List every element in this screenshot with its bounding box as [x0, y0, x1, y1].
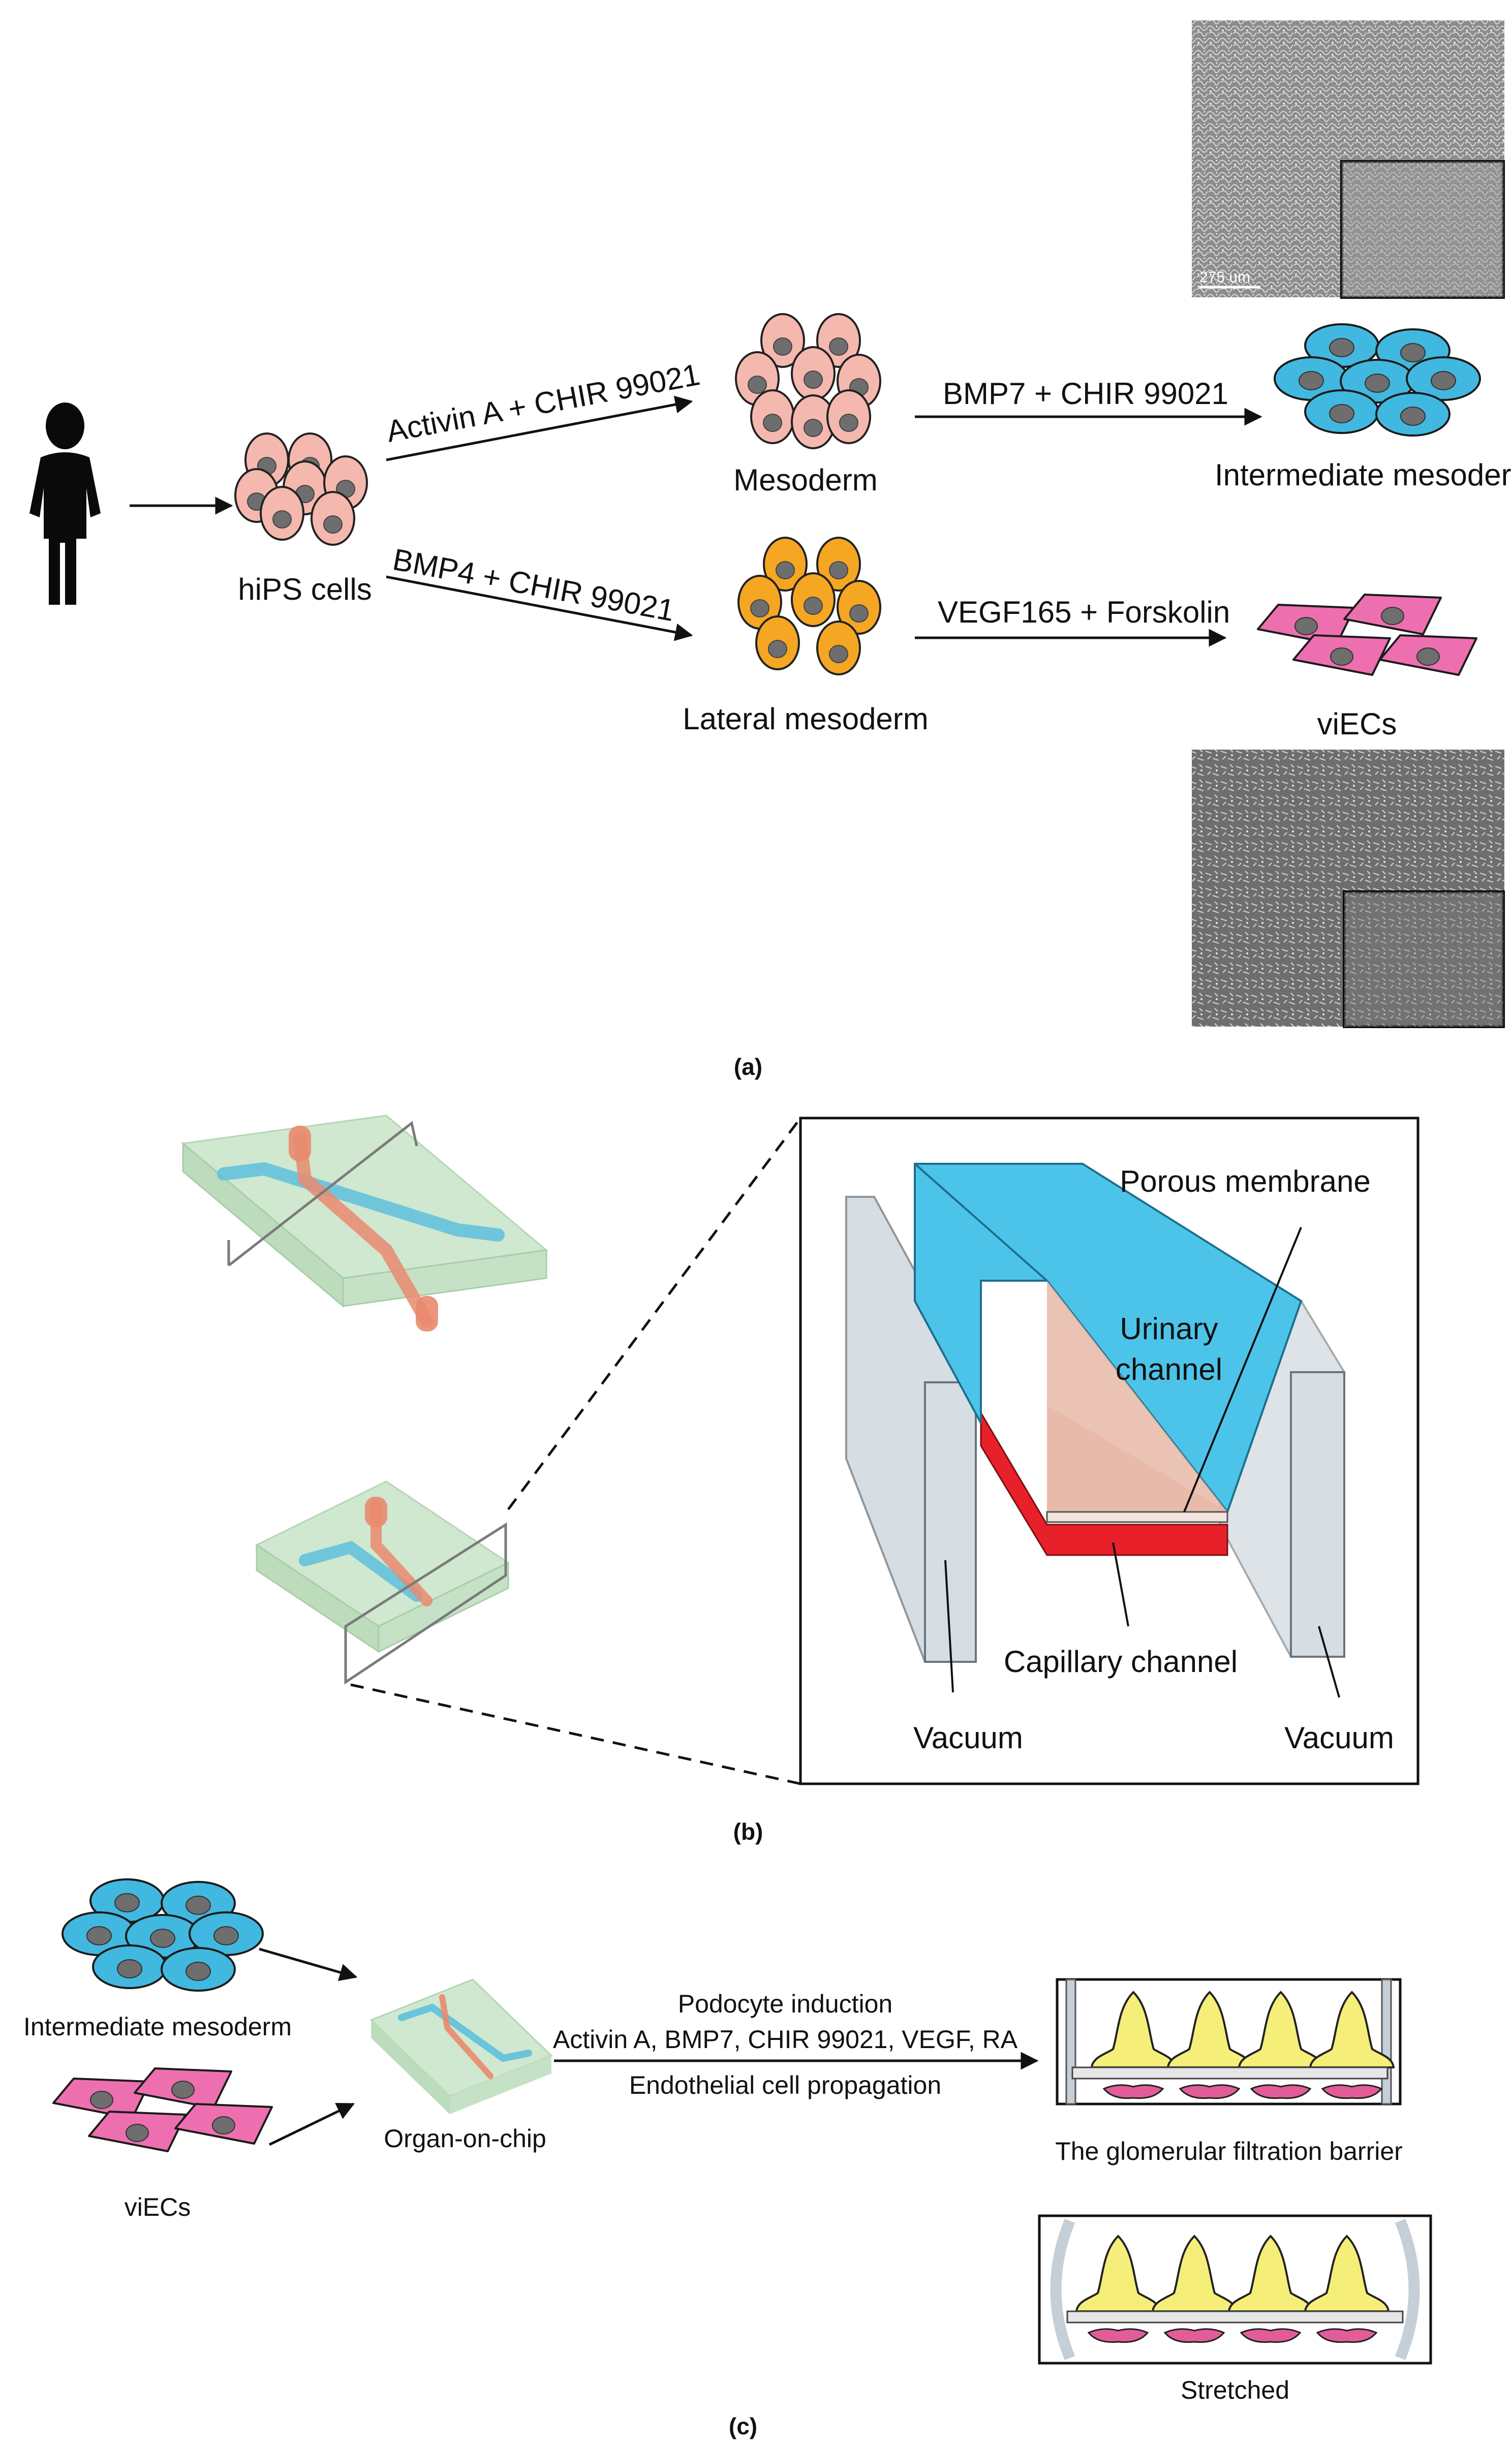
panel-c-caption: (c): [729, 2413, 757, 2439]
lateral-mesoderm-cell-cluster: [737, 537, 881, 675]
viecs-cell-cluster: [1257, 594, 1477, 676]
arrow-im-to-chip: [259, 1947, 358, 1981]
scale-bar-label: 275 um: [1199, 269, 1250, 286]
channel-cross-section: [845, 1163, 1345, 1698]
stretched-barrier-diagram: [1038, 2214, 1432, 2365]
leader-capillary: [1112, 1542, 1129, 1627]
hips-cell-cluster: [234, 432, 368, 546]
porous-membrane-label: Porous membrane: [1120, 1164, 1371, 1198]
viecs-cell-cluster-c: [52, 2067, 273, 2152]
viecs-label-c: viECs: [125, 2193, 191, 2221]
panel-b: Porous membrane Urinary channel Capillar…: [181, 1114, 1420, 1845]
induction-factors-label: Activin A, BMP7, CHIR 99021, VEGF, RA: [553, 2025, 1018, 2054]
micrograph-intermediate-mesoderm: 275 um: [1192, 20, 1505, 299]
panel-b-caption: (b): [733, 1818, 763, 1845]
urinary-channel-label-line1: Urinary: [1120, 1312, 1218, 1346]
arrow-activin-label: Activin A + CHIR 99021: [384, 357, 702, 449]
leader-vacuum-left: [944, 1560, 954, 1693]
viecs-label: viECs: [1317, 707, 1397, 741]
panel-c: Intermediate mesoderm viECs Organ-on-chi…: [23, 1878, 1432, 2439]
arrow-vegf-label: VEGF165 + Forskolin: [938, 595, 1230, 629]
leader-vacuum-right: [1318, 1626, 1340, 1698]
stretched-label: Stretched: [1181, 2376, 1289, 2404]
capillary-channel-label: Capillary channel: [1004, 1645, 1238, 1679]
intermediate-mesoderm-cell-cluster: [1274, 323, 1481, 437]
organ-on-chip-label: Organ-on-chip: [384, 2124, 546, 2153]
arrow-hips-to-mesoderm: [386, 395, 693, 461]
person-silhouette-icon: [29, 402, 101, 605]
intermediate-mesoderm-label-c: Intermediate mesoderm: [23, 2012, 292, 2041]
micrograph-viecs: [1192, 750, 1505, 1028]
chip-illustration-top: [181, 1114, 548, 1332]
intermediate-mesoderm-label: Intermediate mesoderm: [1215, 458, 1512, 492]
arrow-hips-to-lateral: [386, 575, 693, 641]
endothelial-propagation-label: Endothelial cell propagation: [629, 2071, 941, 2099]
mesoderm-label: Mesoderm: [733, 463, 877, 497]
zoom-line-bottom: [350, 1683, 801, 1785]
organ-on-chip-icon: [369, 1978, 553, 2114]
vacuum-right-label: Vacuum: [1284, 1721, 1394, 1755]
gfb-label: The glomerular filtration barrier: [1055, 2137, 1403, 2165]
podocyte-induction-label: Podocyte induction: [678, 1990, 893, 2018]
panel-a-caption: (a): [734, 1054, 762, 1080]
hips-cells-label: hiPS cells: [238, 572, 372, 606]
chip-illustration-bottom: [255, 1480, 510, 1685]
panel-a: hiPS cells Activin A + CHIR 99021 BMP4 +…: [29, 20, 1512, 1080]
leader-membrane: [1183, 1227, 1302, 1512]
mesoderm-cell-cluster: [735, 313, 881, 449]
intermediate-mesoderm-cell-cluster-c: [61, 1878, 264, 1992]
vacuum-left-label: Vacuum: [913, 1721, 1023, 1755]
lateral-mesoderm-label: Lateral mesoderm: [683, 702, 929, 736]
zoom-line-top: [507, 1117, 802, 1510]
arrow-bmp7-label: BMP7 + CHIR 99021: [943, 377, 1228, 411]
glomerular-filtration-barrier-diagram: [1056, 1978, 1402, 2106]
urinary-channel-label-line2: channel: [1116, 1352, 1222, 1386]
arrow-viecs-to-chip: [268, 2102, 355, 2146]
